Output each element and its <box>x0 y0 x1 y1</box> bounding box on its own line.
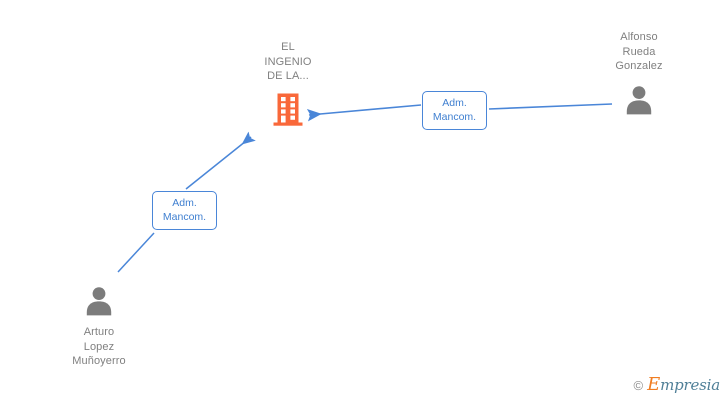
node-person-arturo-label: Arturo Lopez Muñoyerro <box>72 326 126 367</box>
copyright-icon: © <box>633 377 644 393</box>
node-person-arturo[interactable]: Arturo Lopez Muñoyerro <box>39 284 159 369</box>
empresia-logo-rest: mpresia <box>660 376 720 394</box>
edge-label-adm-mancom-alfonso[interactable]: Adm. Mancom. <box>422 91 487 130</box>
empresia-watermark: © Empresia <box>633 376 721 394</box>
person-icon[interactable] <box>82 284 116 318</box>
node-company[interactable]: EL INGENIO DE LA... <box>231 40 345 127</box>
person-icon[interactable] <box>622 83 656 117</box>
node-company-label: EL INGENIO DE LA... <box>264 41 312 82</box>
empresia-logo: Empresia <box>647 376 720 394</box>
edge-label-adm-mancom-arturo[interactable]: Adm. Mancom. <box>152 191 217 230</box>
node-person-alfonso[interactable]: Alfonso Rueda Gonzalez <box>574 30 704 117</box>
building-icon[interactable] <box>270 91 306 127</box>
empresia-logo-initial: E <box>647 374 661 395</box>
node-person-alfonso-label: Alfonso Rueda Gonzalez <box>615 31 663 72</box>
